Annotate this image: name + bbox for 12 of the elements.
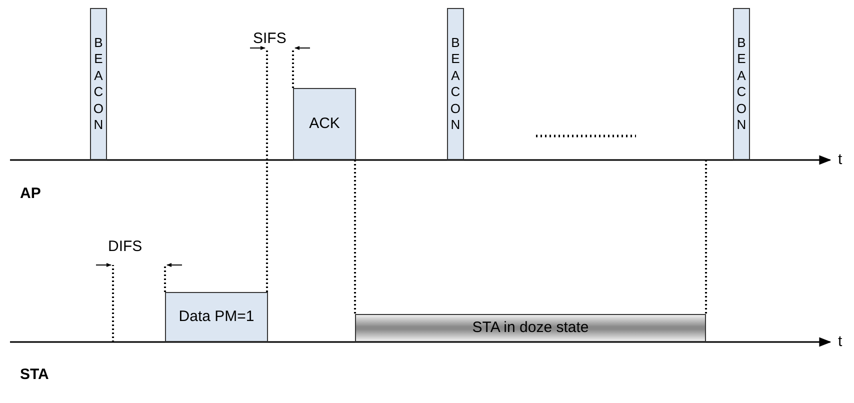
beacon-frame: BEACON	[447, 8, 464, 160]
data-frame: Data PM=1	[165, 292, 268, 342]
axis-label: t	[838, 151, 842, 168]
lane-label: AP	[20, 185, 41, 202]
beacon-frame: BEACON	[90, 8, 107, 160]
ack-frame: ACK	[293, 88, 356, 160]
lane-label: STA	[20, 366, 49, 383]
beacon-frame: BEACON	[733, 8, 750, 160]
interval-label: DIFS	[108, 238, 142, 255]
doze-state-bar: STA in doze state	[355, 314, 706, 342]
interval-label: SIFS	[253, 30, 286, 47]
axis-label: t	[838, 333, 842, 350]
